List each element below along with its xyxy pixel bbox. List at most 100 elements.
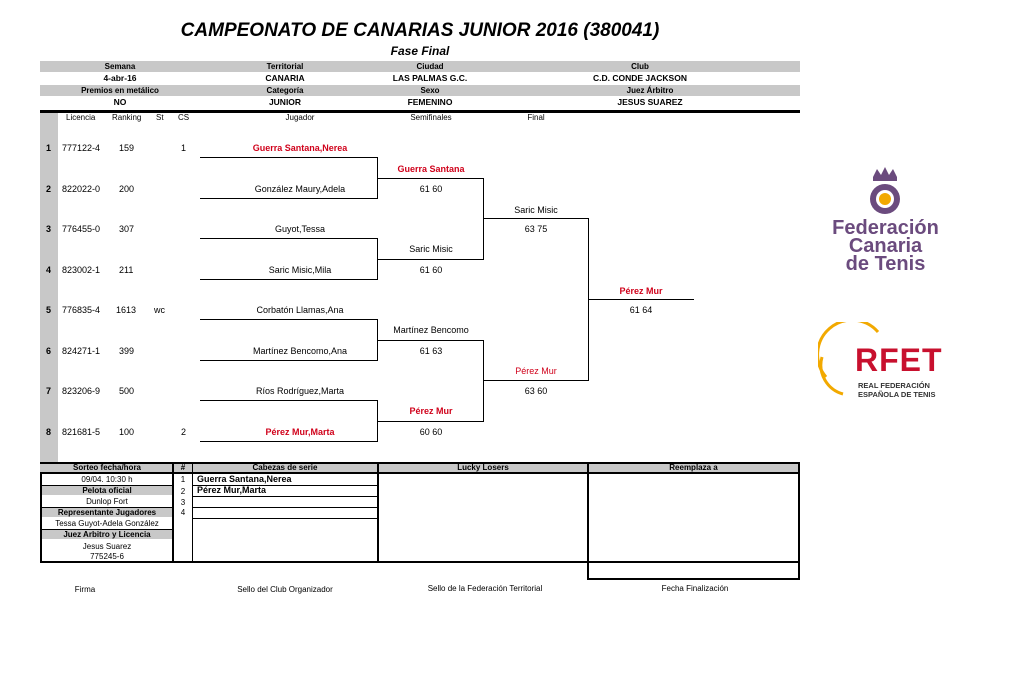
- row-number: 4: [46, 265, 52, 275]
- player-name: Guyot,Tessa: [274, 224, 326, 234]
- bracket-line: [483, 380, 589, 381]
- fct-logo: Federación Canaria de Tenis: [828, 165, 943, 280]
- fct-line2: Canaria: [848, 235, 923, 257]
- champion-name: Pérez Mur: [619, 286, 663, 296]
- sf-score: 61 60: [419, 265, 443, 275]
- info-band-2: [40, 85, 800, 96]
- sf-score: 61 63: [419, 346, 443, 356]
- ranking-cell: 200: [119, 184, 135, 194]
- divider: [193, 518, 377, 519]
- lucky-losers-label: Lucky Losers: [457, 463, 509, 472]
- player-name: Pérez Mur,Marta: [265, 427, 335, 437]
- final-score: 63 60: [524, 386, 548, 396]
- ranking-cell: 399: [119, 346, 135, 356]
- ranking-cell: 211: [119, 265, 134, 275]
- footer-col-divider: [587, 462, 589, 580]
- sexo-label: Sexo: [420, 86, 440, 95]
- champion-score: 61 64: [629, 305, 653, 315]
- bracket-line: [200, 319, 378, 320]
- licencia-cell: 824271-1: [62, 346, 101, 356]
- ranking-cell: 1613: [116, 305, 137, 315]
- header-divider: [40, 110, 800, 113]
- cs-cell: 1: [181, 143, 187, 153]
- ranking-cell: 307: [119, 224, 135, 234]
- juez-licencia-label: Juez Arbitro y Licencia: [42, 530, 172, 539]
- bracket-line: [200, 441, 378, 442]
- row-number: 5: [46, 305, 52, 315]
- territorial-value: CANARIA: [265, 73, 305, 83]
- bracket-line: [200, 157, 378, 158]
- footer-col-divider: [192, 462, 193, 563]
- seed-name: Pérez Mur,Marta: [197, 485, 267, 495]
- row-number: 6: [46, 346, 52, 356]
- bracket-line: [200, 279, 378, 280]
- licencia-cell: 823002-1: [62, 265, 101, 275]
- juez-label: Juez Árbitro: [626, 86, 674, 95]
- territorial-label: Territorial: [266, 62, 304, 71]
- bracket-line: [200, 400, 378, 401]
- licencia-cell: 776455-0: [62, 224, 101, 234]
- footer-header-band: [40, 462, 800, 473]
- firma-label: Firma: [74, 585, 96, 594]
- crown-icon: [870, 167, 900, 214]
- col-licencia: Licencia: [66, 113, 96, 122]
- fecha-finalizacion-label: Fecha Finalización: [661, 584, 729, 593]
- rfet-sub2: ESPAÑOLA DE TENIS: [858, 390, 936, 399]
- col-jugador: Jugador: [285, 113, 315, 122]
- ciudad-value: LAS PALMAS G.C.: [392, 73, 468, 83]
- ranking-cell: 159: [119, 143, 135, 153]
- cabezas-label: Cabezas de serie: [252, 463, 318, 472]
- row-number: 1: [46, 143, 52, 153]
- bracket-line: [377, 340, 484, 341]
- bracket-line: [200, 238, 378, 239]
- seed-number: 4: [180, 508, 186, 517]
- licencia-cell: 822022-0: [62, 184, 101, 194]
- pelota-value: Dunlop Fort: [86, 497, 128, 506]
- representante-value: Tessa Guyot-Adela González: [55, 519, 159, 528]
- categoria-value: JUNIOR: [268, 97, 302, 107]
- bracket-line: [377, 421, 484, 422]
- divider: [40, 529, 173, 530]
- juez-name: Jesus Suarez: [82, 542, 132, 551]
- seed-number: 1: [180, 475, 186, 484]
- row-number: 8: [46, 427, 52, 437]
- sorteo-label: Sorteo fecha/hora: [72, 463, 141, 472]
- final-score: 63 75: [524, 224, 548, 234]
- cs-cell: 2: [181, 427, 187, 437]
- premios-label: Premios en metálico: [81, 86, 159, 95]
- footer-col-divider: [172, 462, 174, 563]
- semana-label: Semana: [104, 62, 136, 71]
- info-band-1: [40, 61, 800, 72]
- juez-value: JESUS SUAREZ: [617, 97, 683, 107]
- seed-number: 2: [180, 487, 186, 496]
- final-winner: Saric Misic: [514, 205, 558, 215]
- rfet-text: RFET: [855, 342, 943, 378]
- representante-label: Representante Jugadores: [42, 508, 172, 517]
- player-name: Corbatón Llamas,Ana: [256, 305, 344, 315]
- pelota-label: Pelota oficial: [42, 486, 172, 495]
- player-name: Martínez Bencomo,Ana: [252, 346, 348, 356]
- ranking-cell: 500: [119, 386, 135, 396]
- player-name: Guerra Santana,Nerea: [252, 143, 348, 153]
- sexo-value: FEMENINO: [407, 97, 453, 107]
- seed-number: 3: [180, 498, 186, 507]
- sf-score: 61 60: [419, 184, 443, 194]
- ranking-cell: 100: [119, 427, 135, 437]
- licencia-cell: 776835-4: [62, 305, 101, 315]
- divider: [193, 507, 377, 508]
- player-name: Ríos Rodríguez,Marta: [255, 386, 345, 396]
- reemplaza-label: Reemplaza a: [669, 463, 718, 472]
- licencia-cell: 821681-5: [62, 427, 101, 437]
- fct-line1: Federación: [832, 217, 939, 239]
- col-semifinales: Semifinales: [410, 113, 452, 122]
- player-name: Saric Misic,Mila: [268, 265, 332, 275]
- footer-col-divider: [798, 462, 800, 580]
- row-number: 2: [46, 184, 52, 194]
- bracket-line: [377, 259, 484, 260]
- sf-winner: Martínez Bencomo: [393, 325, 469, 335]
- club-value: C.D. CONDE JACKSON: [593, 73, 687, 83]
- divider: [193, 496, 377, 497]
- categoria-label: Categoría: [266, 86, 304, 95]
- col-cs: CS: [178, 113, 190, 122]
- bracket-line: [200, 360, 378, 361]
